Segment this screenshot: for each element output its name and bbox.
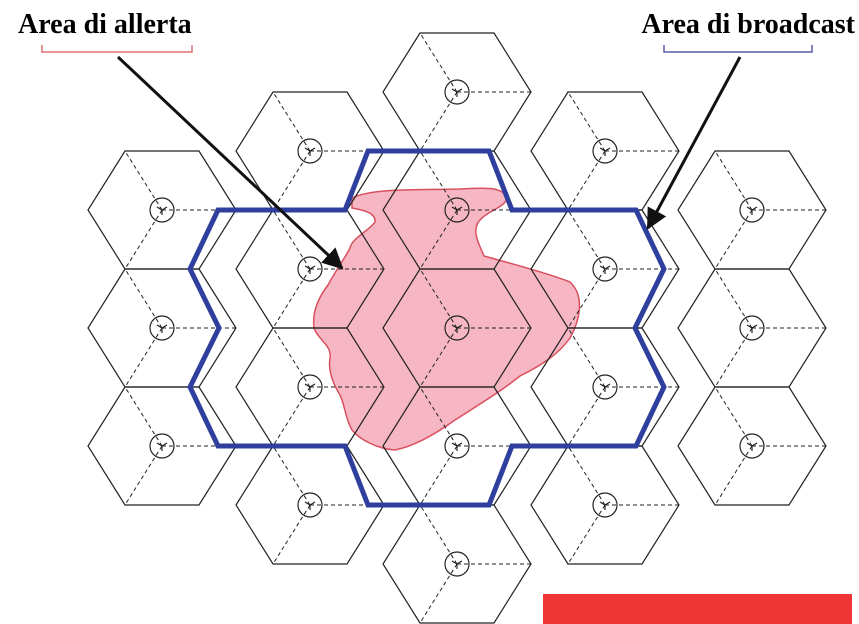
broadcast-area-label: Area di broadcast bbox=[641, 9, 855, 40]
hex-cell bbox=[677, 150, 827, 270]
sector-line bbox=[124, 327, 163, 388]
sector-line bbox=[419, 445, 458, 506]
broadcast-area-label-bracket bbox=[663, 45, 813, 53]
base-station-icon bbox=[297, 374, 323, 400]
base-station-icon bbox=[149, 197, 175, 223]
base-station-icon bbox=[444, 433, 470, 459]
sector-line bbox=[272, 445, 311, 506]
base-station-icon bbox=[444, 79, 470, 105]
sector-line bbox=[567, 445, 606, 506]
sector-line bbox=[419, 563, 458, 624]
base-station-icon bbox=[444, 551, 470, 577]
sector-line bbox=[419, 32, 458, 93]
sector-line bbox=[272, 327, 311, 388]
base-station-icon bbox=[297, 492, 323, 518]
sector-line bbox=[419, 504, 458, 565]
hex-cell bbox=[530, 445, 680, 565]
base-station-icon bbox=[592, 492, 618, 518]
sector-line bbox=[419, 386, 458, 447]
sector-line bbox=[714, 445, 753, 506]
sector-line bbox=[714, 209, 753, 270]
broadcast-area-boundary bbox=[187, 148, 667, 508]
sector-line bbox=[272, 150, 311, 211]
base-station-icon bbox=[592, 256, 618, 282]
alert-area-region bbox=[312, 187, 581, 451]
sector-line bbox=[419, 91, 458, 152]
alert-area-label: Area di allerta bbox=[18, 9, 192, 40]
sector-line bbox=[567, 209, 606, 270]
sector-line bbox=[567, 268, 606, 329]
sector-line bbox=[567, 91, 606, 152]
sector-line bbox=[272, 504, 311, 565]
base-station-icon bbox=[444, 197, 470, 223]
base-station-icon bbox=[739, 433, 765, 459]
sector-line bbox=[567, 386, 606, 447]
base-station-icon bbox=[592, 138, 618, 164]
sector-line bbox=[272, 91, 311, 152]
alert-area-arrow bbox=[116, 55, 344, 270]
base-station-icon bbox=[297, 138, 323, 164]
sector-line bbox=[567, 327, 606, 388]
sector-line bbox=[124, 209, 163, 270]
base-station-icon bbox=[739, 315, 765, 341]
sector-line bbox=[419, 209, 458, 270]
sector-line bbox=[714, 150, 753, 211]
alert-area-label-bracket bbox=[41, 45, 193, 53]
sector-line bbox=[714, 386, 753, 447]
sector-line bbox=[272, 268, 311, 329]
hex-cell bbox=[87, 150, 237, 270]
hex-cell bbox=[235, 91, 385, 211]
sector-line bbox=[124, 150, 163, 211]
hex-cell bbox=[677, 386, 827, 506]
hex-cell bbox=[382, 32, 532, 152]
hex-cell bbox=[530, 91, 680, 211]
sector-line bbox=[419, 327, 458, 388]
hex-cell bbox=[87, 268, 237, 388]
sector-line bbox=[567, 150, 606, 211]
base-station-icon bbox=[444, 315, 470, 341]
hex-cell bbox=[677, 268, 827, 388]
base-station-icon bbox=[739, 197, 765, 223]
hex-cell bbox=[87, 386, 237, 506]
cell-grid bbox=[87, 32, 827, 624]
sector-line bbox=[567, 504, 606, 565]
hex-cell bbox=[382, 504, 532, 624]
sector-line bbox=[124, 445, 163, 506]
hex-cell bbox=[235, 445, 385, 565]
broadcast-area-arrow bbox=[646, 56, 742, 230]
base-station-icon bbox=[149, 433, 175, 459]
sector-line bbox=[272, 386, 311, 447]
sector-line bbox=[714, 327, 753, 388]
footer-bar bbox=[543, 594, 852, 624]
sector-line bbox=[419, 150, 458, 211]
base-station-icon bbox=[149, 315, 175, 341]
sector-line bbox=[124, 386, 163, 447]
sector-line bbox=[124, 268, 163, 329]
sector-line bbox=[419, 268, 458, 329]
sector-line bbox=[714, 268, 753, 329]
base-station-icon bbox=[592, 374, 618, 400]
sector-line bbox=[272, 209, 311, 270]
